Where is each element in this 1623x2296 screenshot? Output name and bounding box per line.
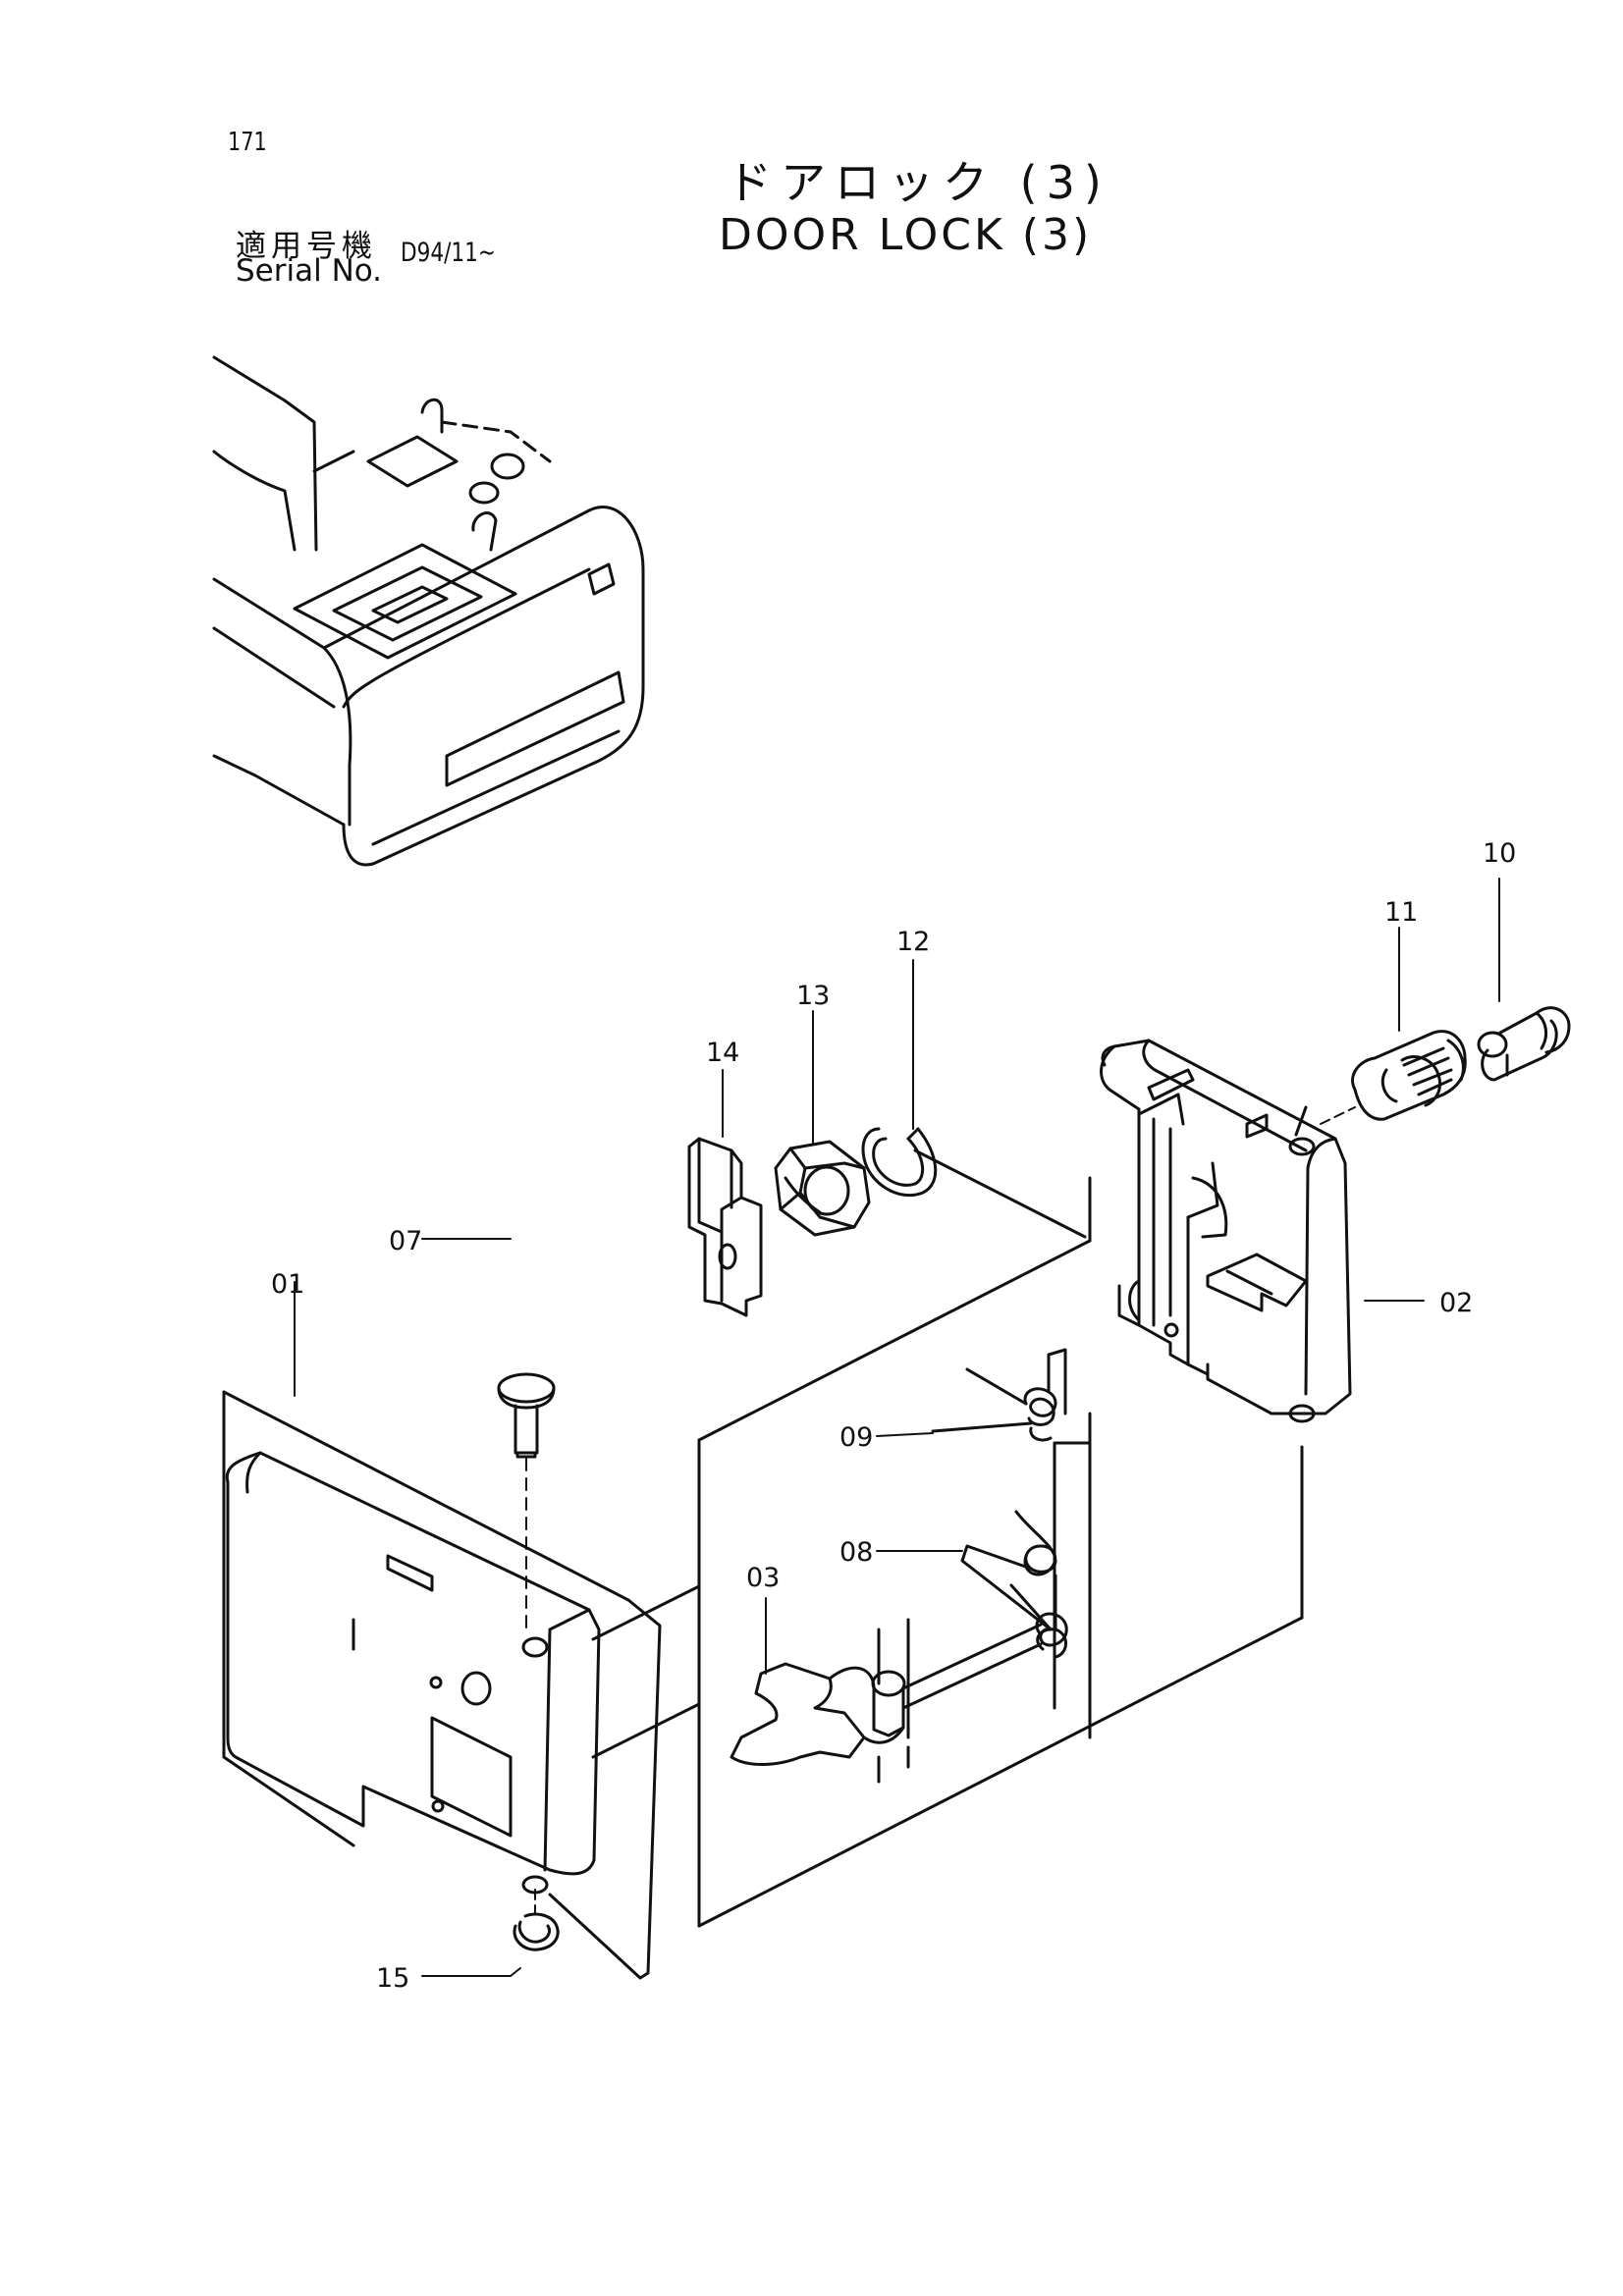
- callout-03: 03: [746, 1563, 780, 1593]
- callout-14: 14: [706, 1038, 739, 1068]
- serial-label-english: Serial No.: [236, 253, 383, 289]
- serial-label-japanese: 適用号機: [236, 229, 377, 264]
- part-03-latch-pawl: [730, 1618, 1043, 1784]
- callout-15: 15: [376, 1963, 409, 1994]
- callout-02: 02: [1439, 1288, 1473, 1318]
- part-11-bushing: [1320, 1030, 1467, 1125]
- callout-01: 01: [271, 1269, 304, 1300]
- page-number: 171: [228, 128, 267, 157]
- callout-13: 13: [796, 981, 830, 1011]
- title-english: DOOR LOCK (3): [719, 210, 1093, 260]
- part-09-spring: [931, 1348, 1067, 1442]
- serial-number-value: D94/11~: [401, 238, 496, 268]
- part-12-snap-ring: [861, 1127, 938, 1198]
- part-07-pin: [497, 1372, 556, 1630]
- callout-11: 11: [1384, 897, 1418, 928]
- callout-labels: 01 02 03 07 08 09 10 11 12 13 14 15: [271, 838, 1516, 1994]
- part-10-plug: [1477, 1006, 1571, 1082]
- callout-09: 09: [839, 1422, 873, 1453]
- callout-10: 10: [1483, 838, 1516, 869]
- assembly-outline-lines: [591, 1148, 1304, 1928]
- part-14-latch-plate: [687, 1137, 763, 1317]
- title-japanese: ドアロック (3): [727, 156, 1110, 209]
- machine-overview-illustration: [212, 355, 645, 867]
- callout-07: 07: [389, 1226, 422, 1256]
- part-08-spring: [960, 1510, 1068, 1659]
- callout-08: 08: [839, 1537, 873, 1568]
- leader-lines: [294, 878, 1500, 1977]
- part-13-hex-nut: [774, 1140, 871, 1237]
- part-01-lock-case: [222, 1390, 662, 1980]
- callout-12: 12: [896, 927, 930, 957]
- part-02-bracket: [1100, 1039, 1352, 1423]
- part-15-retaining-ring: [513, 1889, 560, 1951]
